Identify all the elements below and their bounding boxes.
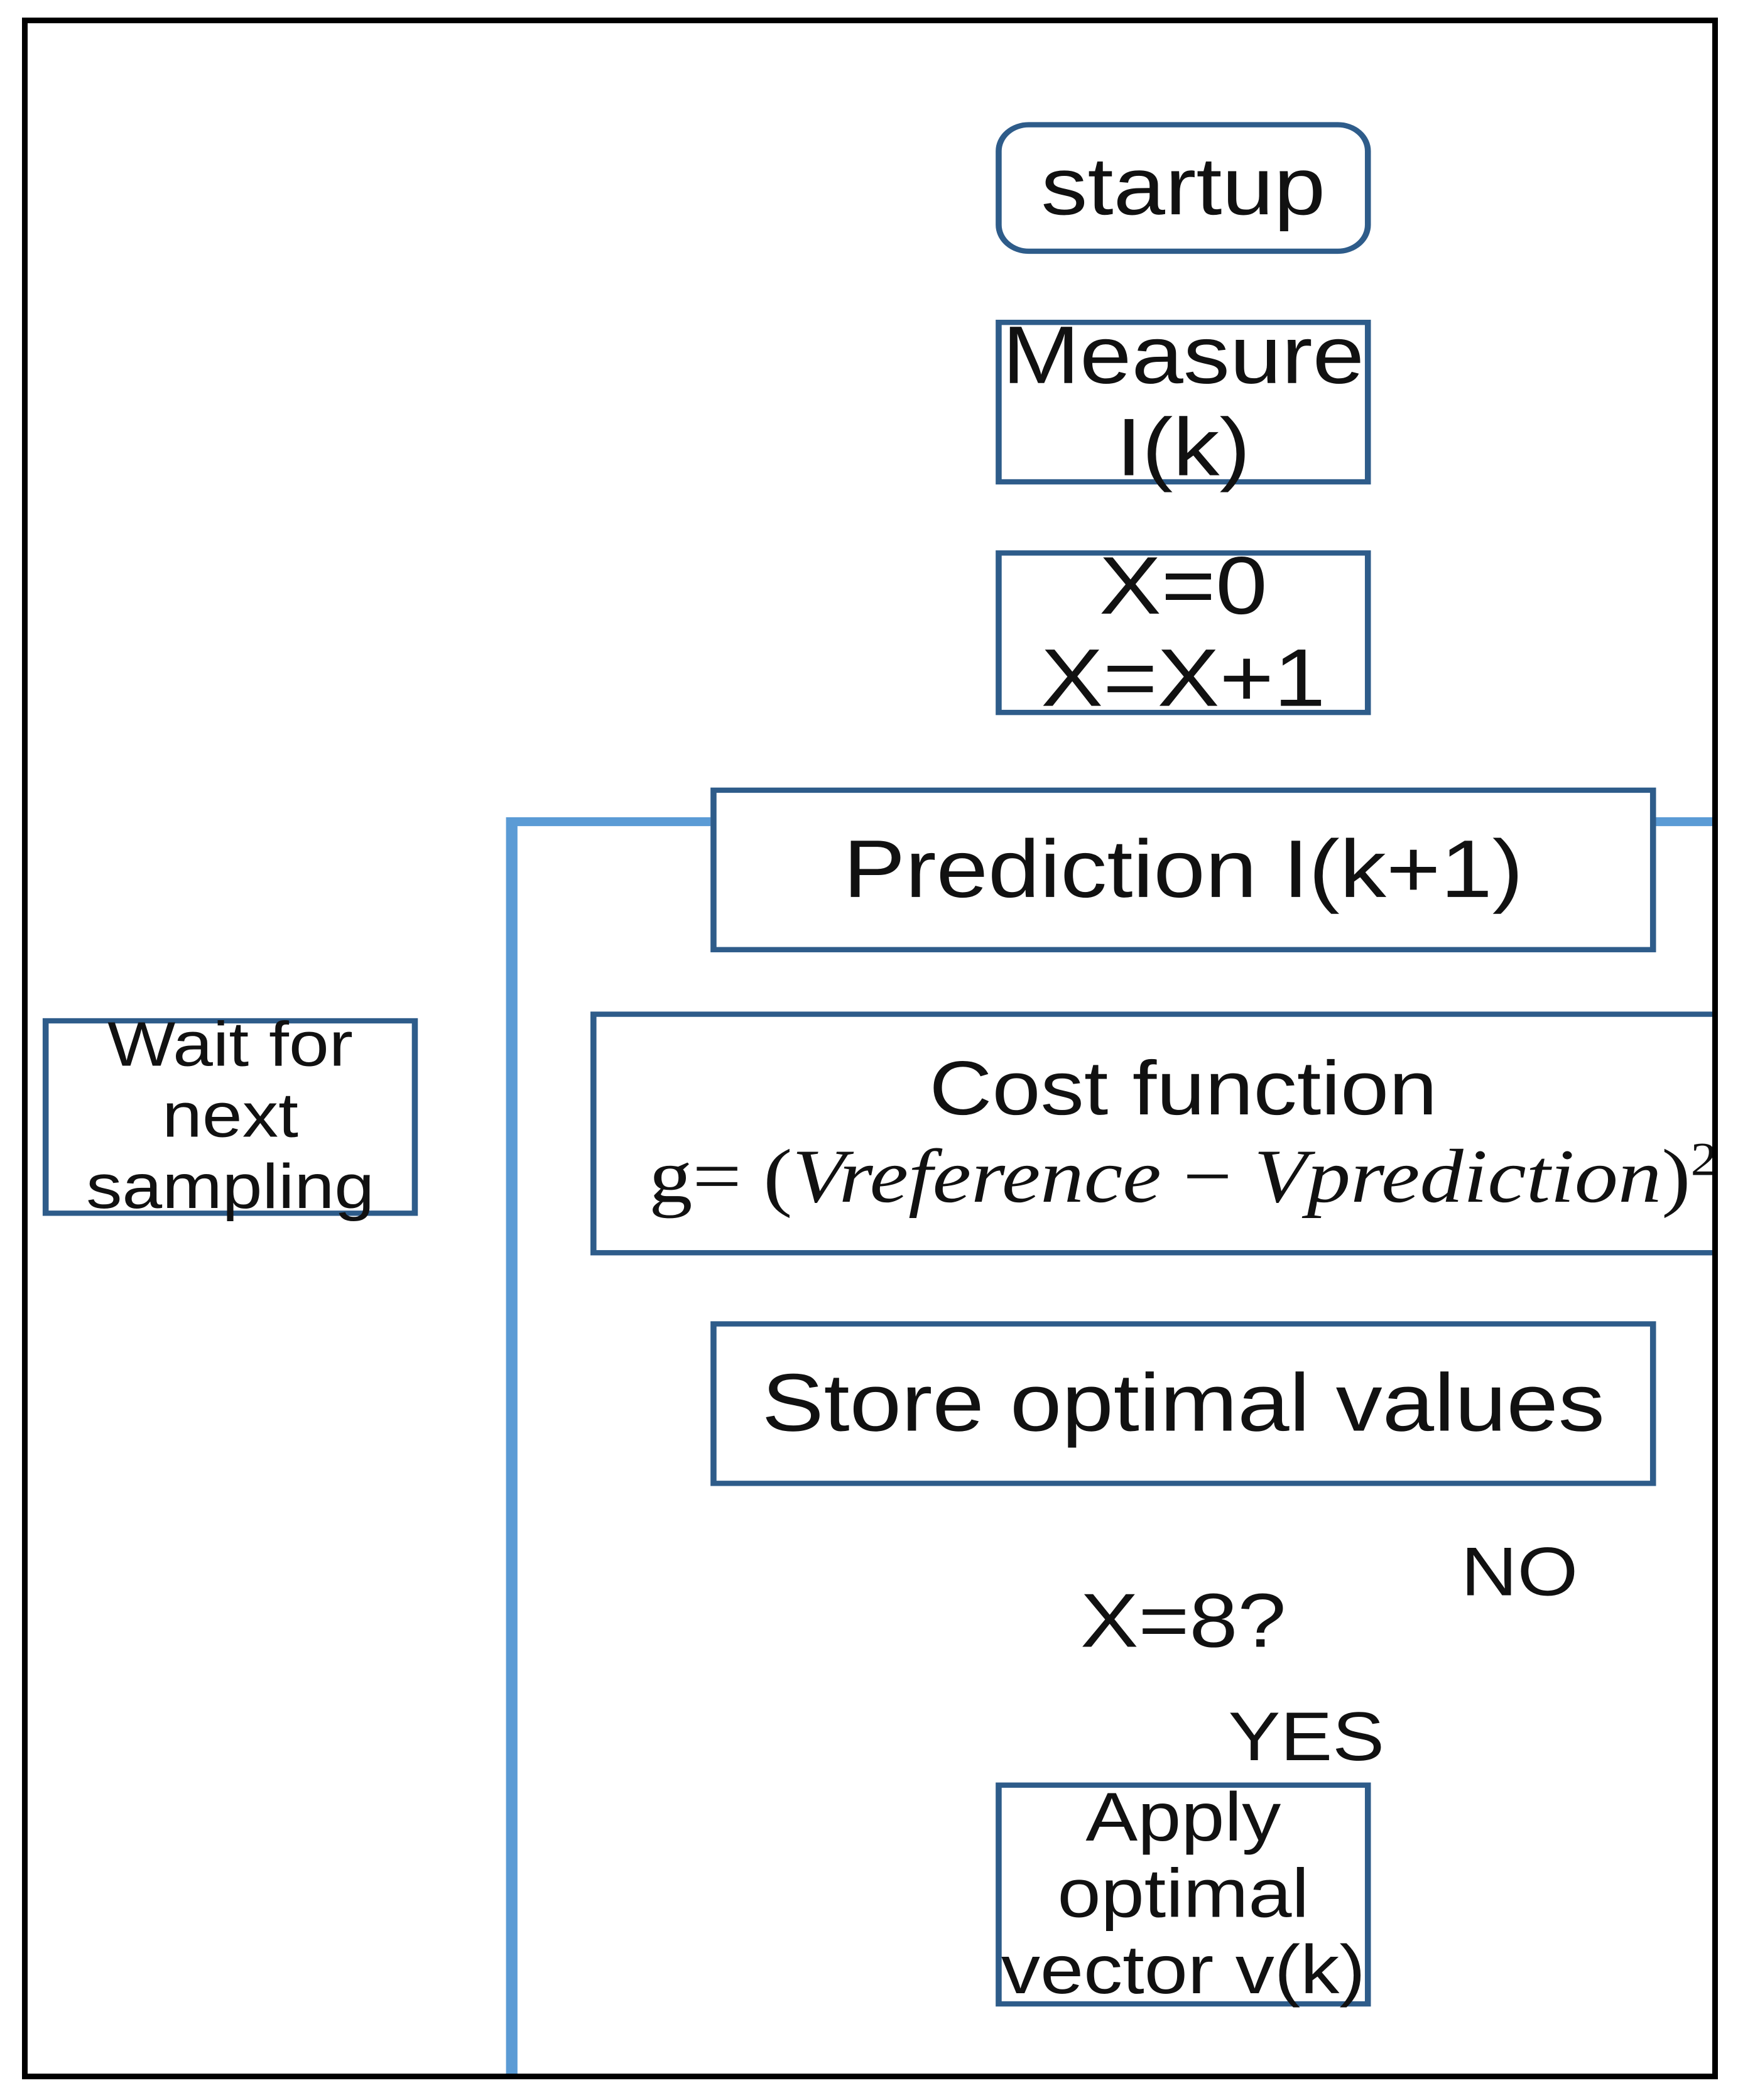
node-store-label: Store optimal values (761, 1357, 1605, 1449)
edge-wait-to-measure (506, 817, 1712, 2074)
node-startup[interactable]: startup (996, 122, 1371, 254)
formula-operator: − (1161, 1133, 1254, 1219)
node-decision[interactable]: X=8? (928, 1542, 1438, 1700)
node-init-counter[interactable]: X=0 X=X+1 (996, 541, 1371, 724)
node-wait-next-sampling[interactable]: Wait for next sampling (42, 1011, 418, 1222)
node-wait-line2: next (162, 1081, 298, 1151)
node-decision-label: X=8? (1080, 1577, 1286, 1663)
node-apply-line3: vector v(k) (1001, 1932, 1366, 2010)
node-init-line1: X=0 (1099, 541, 1268, 633)
node-prediction[interactable]: Prediction I(k+1) (710, 787, 1656, 952)
formula-close-paren: ) (1661, 1133, 1691, 1219)
connector-layer (506, 817, 1712, 2074)
node-startup-label: startup (1041, 142, 1326, 234)
node-measure-line2: I(k) (1116, 402, 1251, 493)
node-apply-line2: optimal (1057, 1856, 1310, 1933)
node-prediction-label: Prediction I(k+1) (843, 824, 1524, 915)
node-measure-line1: Measure (1002, 310, 1365, 402)
edge-label-yes: YES (1228, 1699, 1385, 1776)
formula-term-b: Vprediction (1254, 1133, 1662, 1219)
formula-term-a: Vreference (792, 1133, 1161, 1219)
node-cost-formula: g= (Vreference − Vprediction)2 (649, 1132, 1718, 1220)
node-init-line2: X=X+1 (1041, 633, 1326, 724)
diagram-canvas: startup Measure I(k) X=0 X=X+1 Predictio… (28, 23, 1718, 2074)
diagram-frame: startup Measure I(k) X=0 X=X+1 Predictio… (22, 18, 1718, 2079)
node-store-optimal-values[interactable]: Store optimal values (710, 1321, 1656, 1486)
node-cost-function[interactable]: Cost function g= (Vreference − Vpredicti… (590, 1011, 1718, 1256)
node-wait-line1: Wait for (107, 1011, 353, 1081)
node-apply-optimal-vector[interactable]: Apply optimal vector v(k) (996, 1779, 1371, 2010)
edge-label-no: NO (1460, 1535, 1578, 1611)
node-measure[interactable]: Measure I(k) (996, 310, 1371, 493)
formula-prefix: g= ( (649, 1133, 793, 1219)
node-apply-line1: Apply (1085, 1779, 1281, 1856)
node-wait-line3: sampling (86, 1152, 375, 1222)
formula-exponent: 2 (1690, 1132, 1718, 1185)
node-cost-title: Cost function (929, 1045, 1438, 1131)
